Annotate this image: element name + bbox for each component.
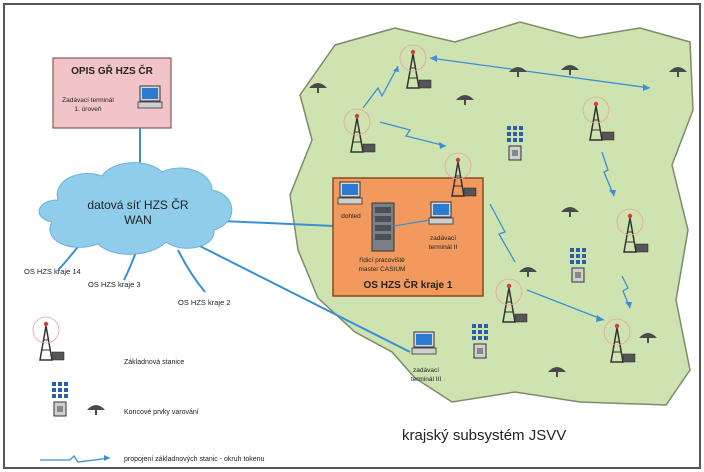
wan-label-line2: WAN: [124, 213, 152, 227]
legend-base-station-icon: [32, 316, 65, 361]
os-kraj1-title: OS HZS ČR kraje 1: [364, 278, 453, 291]
wan-kraj2-link: [177, 249, 206, 293]
legend: [32, 316, 111, 463]
opis-title: OPIS GŘ HZS ČR: [71, 64, 153, 77]
link-straight: [526, 289, 605, 321]
link-straight: [429, 57, 651, 89]
master-label-line2: master CASIUM: [359, 266, 406, 273]
terminal3-line2: terminál III: [411, 376, 442, 383]
wan-terminal3-link: [179, 235, 411, 353]
wan-kraj3-link: [123, 251, 137, 281]
regional-area: [289, 21, 694, 406]
wan-cloud: [38, 162, 233, 255]
opis-computer-icon: [137, 85, 163, 109]
outer-frame: [3, 3, 701, 469]
link-zigzag: [379, 121, 447, 147]
link-arrowheads: [393, 55, 650, 322]
legend-siren-icon: [51, 381, 69, 417]
wan-label-line1: datová síť HZS ČR: [87, 197, 189, 212]
link-zigzag: [362, 65, 399, 109]
network-links: [57, 128, 411, 353]
subsystem-title: krajský subsystém JSVV: [402, 427, 566, 444]
legend-end-element-icon: [87, 405, 105, 415]
terminal2-line1: zadávací: [430, 235, 456, 242]
link-zigzag: [601, 151, 615, 197]
legend-end-elements-label: Koncové prvky varování: [124, 409, 199, 416]
terminal2-line2: terminál II: [429, 244, 458, 251]
dohled-computer-icon: [337, 181, 363, 205]
opis-terminal-line2: 1. úroveň: [74, 106, 101, 113]
master-label-line1: řídicí pracoviště: [359, 257, 405, 264]
legend-link-icon: [40, 454, 111, 463]
dohled-label: dohled: [341, 213, 361, 220]
legend-link-label: propojení základnových stanic - okruh to…: [124, 456, 265, 463]
terminal3-line1: zadávací: [413, 367, 439, 374]
label-kraj2: OS HZS kraje 2: [178, 298, 231, 307]
link-zigzag: [621, 275, 631, 309]
zadavaci-terminal3-icon: [411, 331, 437, 355]
token-ring-links: [362, 57, 651, 321]
legend-base-station-label: Základnová stanice: [124, 359, 184, 366]
link-zigzag: [489, 203, 516, 263]
label-kraj14: OS HZS kraje 14: [24, 267, 81, 276]
server-rack-icon: [371, 202, 395, 252]
internal-link: [393, 219, 431, 227]
zadavaci-terminal2-icon: [428, 201, 454, 225]
label-kraj3: OS HZS kraje 3: [88, 280, 141, 289]
opis-terminal-line1: Zadávací terminál: [62, 97, 114, 104]
